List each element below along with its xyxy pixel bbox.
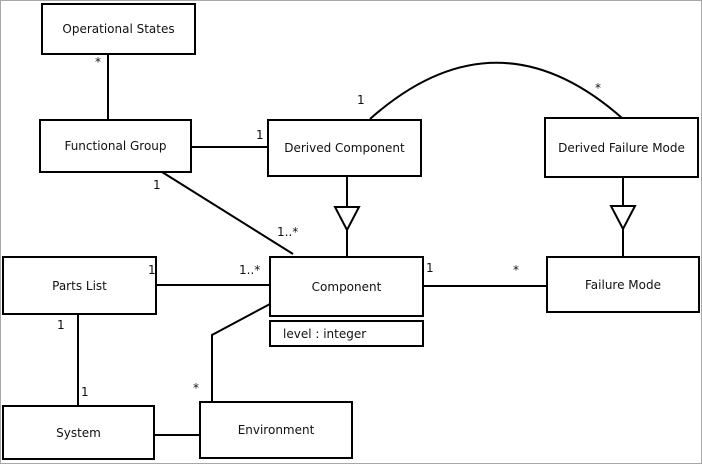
node-environment[interactable]: Environment	[199, 401, 353, 459]
multiplicity-label: 1	[256, 128, 264, 142]
multiplicity-label: *	[95, 55, 101, 69]
node-label: Parts List	[52, 278, 107, 293]
generalization-triangle-icon	[333, 206, 361, 233]
node-label: Environment	[237, 423, 315, 437]
multiplicity-label: *	[193, 381, 199, 395]
node-label: Derived Component	[284, 141, 405, 155]
node-label: Functional Group	[64, 139, 167, 153]
multiplicity-label: 1..*	[239, 263, 261, 277]
multiplicity-label: 1	[153, 178, 161, 192]
node-system[interactable]: System	[2, 405, 155, 460]
node-operational-states[interactable]: Operational States	[41, 3, 196, 55]
multiplicity-label: 1..*	[277, 225, 299, 239]
multiplicity-label: 1	[57, 318, 65, 332]
node-component-attributes[interactable]: level : integer	[269, 320, 424, 347]
node-label: Failure Mode	[585, 277, 661, 292]
node-derived-failure-mode[interactable]: Derived Failure Mode	[544, 117, 699, 178]
multiplicity-label: 1	[148, 263, 156, 277]
multiplicity-label: 1	[357, 93, 365, 107]
generalization-triangle-icon	[609, 205, 637, 232]
edge-environment-component	[211, 303, 271, 403]
node-label: Component	[311, 279, 382, 294]
multiplicity-label: *	[595, 81, 601, 95]
node-parts-list[interactable]: Parts List	[2, 256, 157, 315]
node-functional-group[interactable]: Functional Group	[39, 119, 192, 173]
multiplicity-label: *	[513, 263, 519, 277]
node-failure-mode[interactable]: Failure Mode	[546, 256, 700, 313]
multiplicity-label: 1	[426, 261, 434, 275]
node-label: System	[56, 425, 101, 440]
attribute-label: level : integer	[283, 326, 367, 341]
multiplicity-label: 1	[81, 385, 89, 399]
edge-derived-component-derived-failure-mode-arc	[369, 61, 623, 120]
node-component[interactable]: Component	[269, 256, 424, 317]
node-label: Derived Failure Mode	[558, 140, 685, 155]
edge-functional-group-component	[161, 171, 294, 255]
node-derived-component[interactable]: Derived Component	[267, 119, 422, 177]
node-label: Operational States	[62, 22, 175, 36]
